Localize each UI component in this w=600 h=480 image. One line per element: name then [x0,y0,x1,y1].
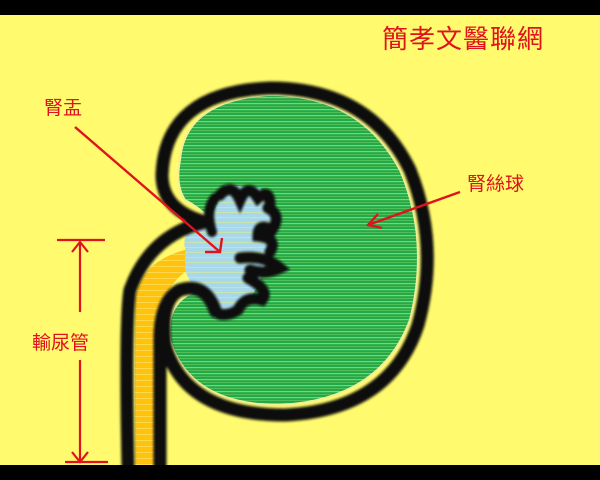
label-renal-pelvis: 腎盂 [44,97,83,119]
label-ureter: 輸尿管 [32,332,90,354]
pelvis-arrow [74,126,221,253]
diagram-canvas: 簡孝文醫聯網 腎盂 腎絲球 輸尿管 [0,15,600,465]
kidney-diagram [57,81,461,465]
letterbox-bottom [0,465,600,480]
site-title: 簡孝文醫聯網 [382,25,545,55]
label-glomerulus: 腎絲球 [467,173,525,195]
ureter-lumen [135,250,205,465]
glomerulus-arrow [367,190,461,227]
ureter-length-bracket [57,238,108,464]
